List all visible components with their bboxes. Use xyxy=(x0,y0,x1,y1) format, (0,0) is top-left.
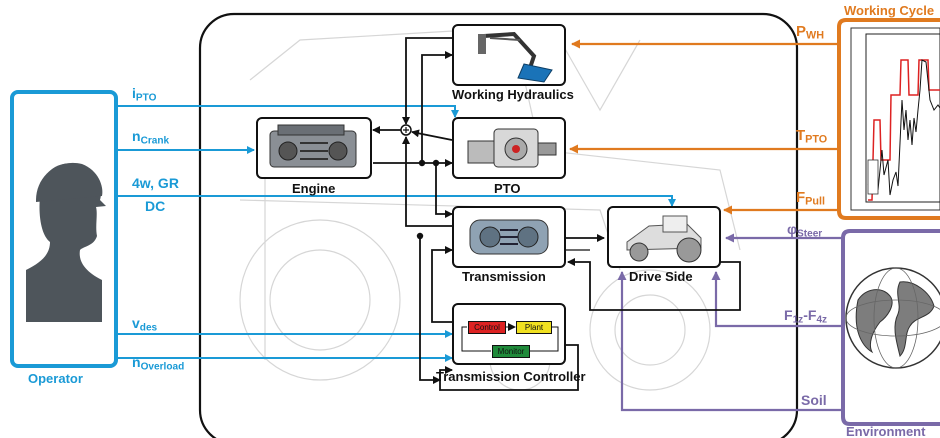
input-n-crank-label: nCrank xyxy=(132,128,170,147)
input-v-des-label: vdes xyxy=(132,315,158,334)
engine-icon xyxy=(269,124,357,168)
input-gear-label: 4w, GR xyxy=(132,175,179,191)
transmission-icon xyxy=(469,219,549,255)
operator-box xyxy=(10,90,118,368)
engine-block xyxy=(256,117,372,179)
environment-box xyxy=(841,229,940,426)
working-cycle-box xyxy=(837,18,940,220)
pto-label: PTO xyxy=(494,181,521,196)
load-f-pull-label: FPull xyxy=(796,189,825,208)
plant-element: Plant xyxy=(516,321,552,334)
monitor-element: Monitor xyxy=(492,345,530,358)
transmission-controller-label: Transmission Controller xyxy=(436,369,586,384)
load-p-wh-label: PWH xyxy=(796,23,825,42)
input-i-pto-label: iPTO xyxy=(132,85,157,104)
env-soil-label: Soil xyxy=(801,392,827,408)
environment-label: Environment xyxy=(846,424,926,438)
input-dc-label: DC xyxy=(145,198,166,214)
transmission-controller-block: Control Plant Monitor xyxy=(452,303,566,365)
working-cycle-title: Working Cycle xyxy=(844,3,935,18)
tractor-chassis-icon xyxy=(626,215,702,263)
pto-block xyxy=(452,117,566,179)
transmission-block xyxy=(452,206,566,268)
load-t-pto-label: TPTO xyxy=(796,127,828,146)
controller-loop-lines xyxy=(461,323,559,352)
drive-side-block xyxy=(607,206,721,268)
drive-side-label: Drive Side xyxy=(629,269,693,284)
env-phi-steer-label: φSteer xyxy=(787,221,823,240)
globe-icon xyxy=(845,267,940,369)
operator-silhouette-icon xyxy=(26,162,106,322)
working-hydraulics-block xyxy=(452,24,566,86)
working-hydraulics-label: Working Hydraulics xyxy=(452,87,574,102)
engine-label: Engine xyxy=(292,181,336,196)
system-frame xyxy=(198,12,799,438)
transmission-label: Transmission xyxy=(462,269,546,284)
hydraulics-loader-icon xyxy=(478,31,553,83)
operator-label: Operator xyxy=(28,371,83,386)
pto-gearbox-icon xyxy=(467,128,557,168)
env-f1z-f4z-label: F1z-F4z xyxy=(784,307,828,326)
working-cycle-plot xyxy=(850,27,940,211)
input-n-overload-label: nOverload xyxy=(132,354,185,373)
